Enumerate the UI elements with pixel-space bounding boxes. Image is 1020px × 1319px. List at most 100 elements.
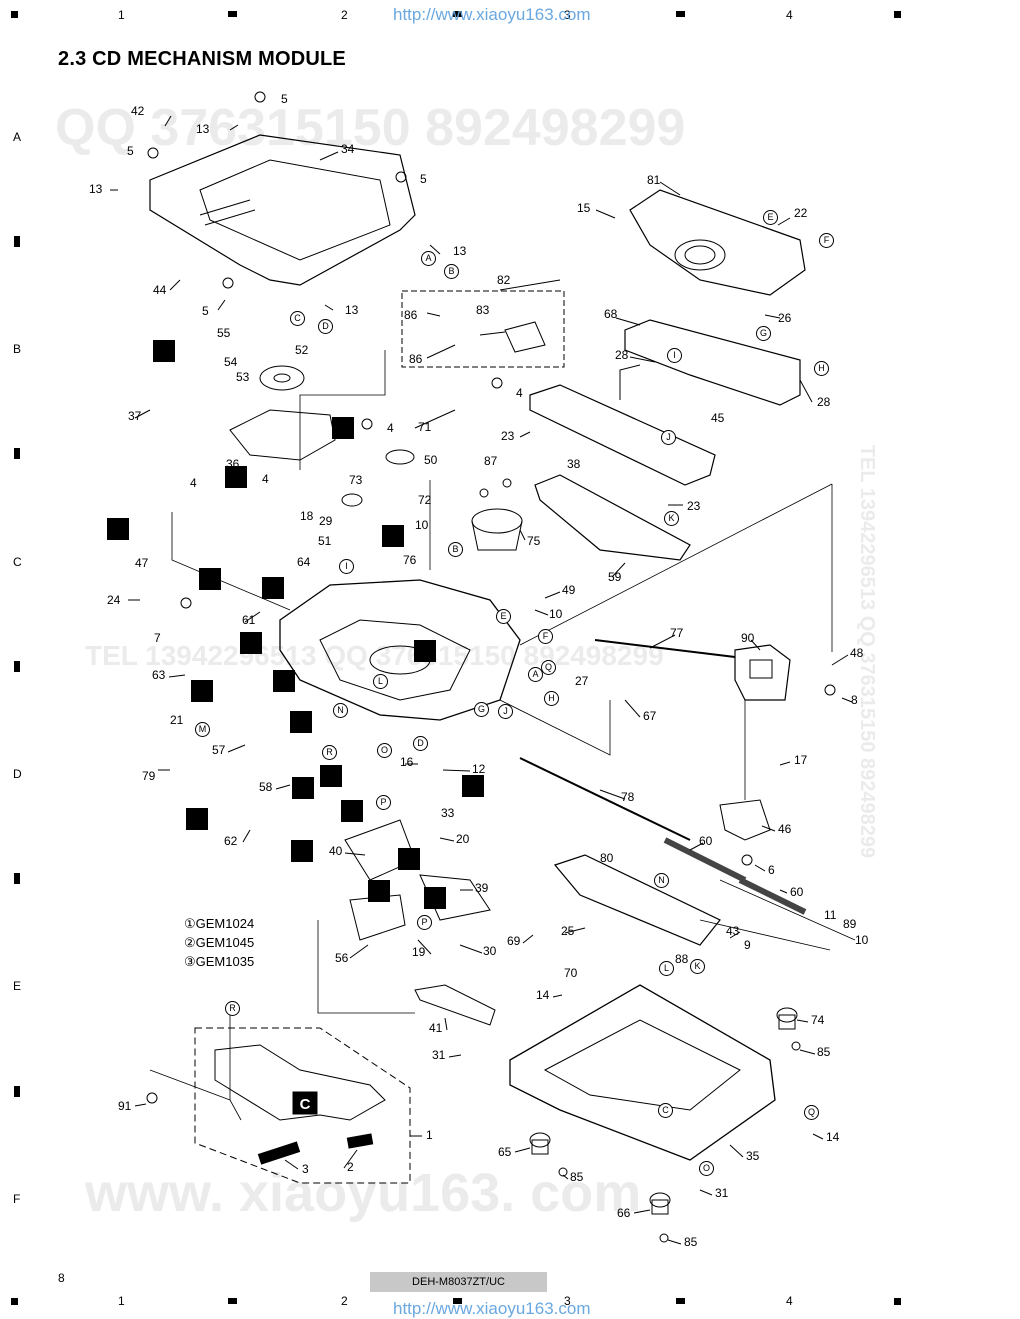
connection-marker-B: B (444, 264, 459, 279)
connection-marker-L: L (659, 961, 674, 976)
connection-marker-O: O (377, 743, 392, 758)
part-callout-23: 23 (501, 429, 515, 443)
svg-text:C: C (300, 1096, 311, 1113)
connection-marker-C: C (290, 311, 305, 326)
part-callout-88: 88 (675, 952, 689, 966)
plate-part-38 (529, 384, 716, 486)
connection-marker-K: K (690, 959, 705, 974)
row-letter: E (13, 979, 22, 993)
part-callout-54: 54 (224, 355, 238, 369)
part-callout-83: 83 (476, 303, 490, 317)
connection-marker-D: D (413, 736, 428, 751)
part-callout-63: 63 (152, 668, 166, 682)
part-callout-60: 60 (790, 885, 804, 899)
column-number: 4 (786, 8, 793, 22)
connection-marker-G: G (474, 702, 489, 717)
part-callout-26: 26 (778, 311, 792, 325)
column-number: 1 (118, 1294, 125, 1308)
part-callout-14: 14 (826, 1130, 840, 1144)
screw-group (146, 91, 836, 1243)
header-url-link[interactable]: http://www.xiaoyu163.com (393, 5, 591, 24)
page-title: 2.3 CD MECHANISM MODULE (58, 48, 346, 70)
column-number: 2 (341, 1294, 348, 1308)
part-callout-85: 85 (570, 1170, 584, 1184)
part-callout-13: 13 (89, 182, 103, 196)
row-letter: C (13, 555, 22, 569)
part-callout-74: 74 (811, 1013, 825, 1027)
connection-marker-J: J (661, 430, 676, 445)
connection-marker-F: F (538, 629, 553, 644)
lubricant-icon-group (107, 340, 484, 909)
connection-marker-Q: Q (804, 1105, 819, 1120)
damper-65 (529, 1132, 551, 1155)
connection-marker-D: D (318, 319, 333, 334)
connection-marker-O: O (699, 1161, 714, 1176)
column-number: 2 (341, 8, 348, 22)
pcb-board-outline (194, 1027, 411, 1184)
part-callout-72: 72 (418, 493, 432, 507)
row-mark (14, 1086, 20, 1097)
part-callout-25: 25 (561, 924, 575, 938)
plate-part-59 (534, 474, 691, 561)
part-callout-39: 39 (475, 881, 489, 895)
connection-marker-I: I (339, 559, 354, 574)
part-callout-3: 3 (302, 1162, 309, 1176)
part-callout-36: 36 (226, 457, 240, 471)
gear-52 (259, 365, 305, 391)
part-callout-13: 13 (345, 303, 359, 317)
part-callout-27: 27 (575, 674, 589, 688)
part-callout-64: 64 (297, 555, 311, 569)
part-callout-76: 76 (403, 553, 417, 567)
part-callout-86: 86 (404, 308, 418, 322)
part-callout-56: 56 (335, 951, 349, 965)
part-callout-48: 48 (850, 646, 864, 660)
ruler-mark (676, 11, 685, 17)
part-callout-5: 5 (127, 144, 134, 158)
part-callout-81: 81 (647, 173, 661, 187)
ruler-mark (676, 1298, 685, 1304)
row-letter: A (13, 130, 22, 144)
lead-screw-77 (594, 639, 736, 658)
part-callout-37: 37 (128, 409, 142, 423)
leader-lines (110, 115, 853, 1245)
column-number: 3 (564, 8, 571, 22)
row-letter: D (13, 767, 22, 781)
part-callout-5: 5 (420, 172, 427, 186)
footer-url-link[interactable]: http://www.xiaoyu163.com (393, 1299, 591, 1318)
pcb-board (214, 1044, 386, 1121)
guide-shaft-78 (519, 757, 691, 841)
part-callout-80: 80 (600, 851, 614, 865)
part-callout-51: 51 (318, 534, 332, 548)
part-callout-12: 12 (472, 762, 486, 776)
connection-marker-N: N (333, 703, 348, 718)
part-callout-7: 7 (154, 631, 161, 645)
part-callout-50: 50 (424, 453, 438, 467)
column-number: 1 (118, 8, 125, 22)
column-number: 3 (564, 1294, 571, 1308)
ruler-mark (894, 11, 901, 18)
part-callout-60: 60 (699, 834, 713, 848)
part-callout-17: 17 (794, 753, 808, 767)
ruler-mark (453, 1298, 462, 1304)
part-callout-33: 33 (441, 806, 455, 820)
part-callout-44: 44 (153, 283, 167, 297)
part-callout-28: 28 (817, 395, 831, 409)
connection-marker-E: E (763, 210, 778, 225)
watermark-qq: QQ 376315150 892498299 (55, 99, 686, 157)
part-callout-10: 10 (549, 607, 563, 621)
ruler-mark (11, 1298, 18, 1305)
connection-marker-H: H (544, 691, 559, 706)
part-callout-31: 31 (715, 1186, 729, 1200)
plate-part-80 (553, 854, 721, 946)
ruler-mark (11, 11, 18, 18)
part-callout-13: 13 (453, 244, 467, 258)
watermark-tel: TEL 13942296513 QQ 376315150 892498299 (85, 640, 664, 671)
part-callout-20: 20 (456, 832, 470, 846)
part-callout-4: 4 (516, 386, 523, 400)
part-callout-62: 62 (224, 834, 238, 848)
part-callout-42: 42 (131, 104, 145, 118)
connection-marker-P: P (376, 795, 391, 810)
connection-marker-E: E (496, 609, 511, 624)
connection-marker-H: H (814, 361, 829, 376)
